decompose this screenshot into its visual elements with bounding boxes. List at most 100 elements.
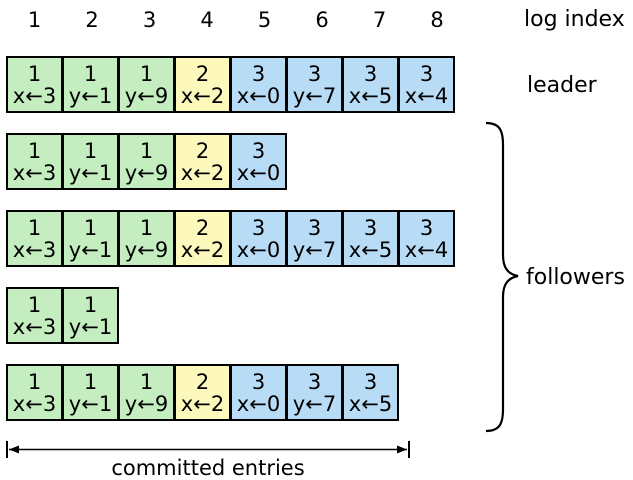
entry-command: x←3 [12, 314, 57, 339]
entry-command: x←3 [12, 83, 57, 108]
entry-term: 2 [195, 61, 210, 86]
log-index-label: log index [524, 7, 625, 32]
entry-term: 1 [83, 61, 98, 86]
entry-command: y←1 [68, 83, 113, 108]
entry-term: 1 [27, 369, 42, 394]
log-index-number: 3 [142, 8, 157, 32]
entry-command: x←5 [348, 83, 393, 108]
entry-command: x←3 [12, 391, 57, 416]
entry-term: 1 [139, 215, 154, 240]
entry-command: y←9 [124, 391, 169, 416]
entry-term: 1 [27, 215, 42, 240]
entry-command: x←3 [12, 237, 57, 262]
entry-command: y←9 [124, 237, 169, 262]
entry-term: 3 [307, 215, 322, 240]
log-index-number: 1 [27, 8, 42, 32]
entry-term: 2 [195, 138, 210, 163]
entry-term: 1 [27, 138, 42, 163]
log-index-number: 2 [85, 8, 99, 32]
log-index-number: 4 [200, 8, 214, 32]
entry-term: 2 [195, 215, 210, 240]
followers-label: followers [526, 265, 625, 290]
entry-term: 1 [139, 138, 154, 163]
arrowhead-right-icon [397, 445, 407, 454]
entry-command: x←0 [236, 160, 281, 185]
entry-command: y←1 [68, 237, 113, 262]
entry-command: x←2 [180, 237, 225, 262]
entry-command: x←2 [180, 83, 225, 108]
entry-command: x←0 [236, 237, 281, 262]
entry-term: 3 [307, 61, 322, 86]
entry-command: x←2 [180, 160, 225, 185]
log-index-number: 8 [430, 8, 444, 32]
entry-term: 1 [139, 369, 154, 394]
entry-term: 1 [27, 61, 42, 86]
entry-term: 3 [419, 61, 434, 86]
followers-brace-icon [485, 121, 519, 433]
entry-term: 3 [363, 61, 378, 86]
entry-command: y←1 [68, 314, 113, 339]
entry-command: x←5 [348, 237, 393, 262]
log-index-number: 7 [372, 8, 387, 32]
arrowhead-left-icon [9, 445, 19, 454]
entry-command: y←9 [124, 83, 169, 108]
entry-command: x←0 [236, 83, 281, 108]
entry-term: 1 [83, 369, 98, 394]
entry-command: y←7 [292, 391, 337, 416]
entry-command: x←0 [236, 391, 281, 416]
committed-entries-label: committed entries [111, 456, 305, 480]
entry-term: 3 [419, 215, 434, 240]
entry-command: y←1 [68, 391, 113, 416]
entry-term: 2 [195, 369, 210, 394]
entry-command: y←7 [292, 237, 337, 262]
entry-command: x←2 [180, 391, 225, 416]
entry-command: y←7 [292, 83, 337, 108]
entry-term: 3 [307, 369, 322, 394]
log-index-number: 5 [257, 8, 272, 32]
log-index-number: 6 [315, 8, 329, 32]
entry-command: x←3 [12, 160, 57, 185]
entry-term: 3 [363, 215, 378, 240]
entry-term: 1 [27, 292, 42, 317]
entry-term: 1 [139, 61, 154, 86]
entry-term: 1 [83, 215, 98, 240]
leader-label: leader [527, 73, 597, 98]
entry-term: 3 [363, 369, 378, 394]
entry-command: x←4 [404, 237, 449, 262]
entry-term: 1 [83, 138, 98, 163]
entry-command: y←9 [124, 160, 169, 185]
entry-command: x←5 [348, 391, 393, 416]
entry-command: y←1 [68, 160, 113, 185]
entry-term: 3 [251, 215, 266, 240]
entry-term: 3 [251, 369, 266, 394]
entry-term: 3 [251, 61, 266, 86]
